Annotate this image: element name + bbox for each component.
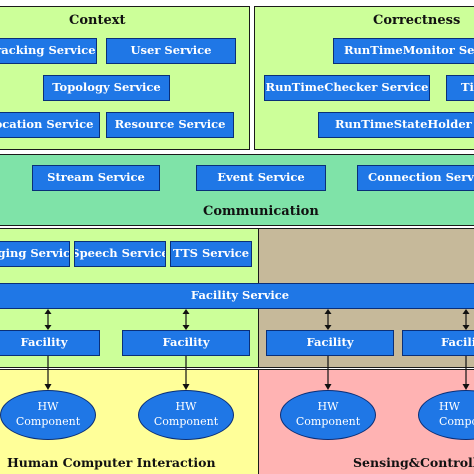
- topology-service: Topology Service: [43, 75, 170, 101]
- resource-service: Resource Service: [106, 112, 234, 138]
- hw-label: HW: [317, 400, 339, 414]
- connection-service: Connection Service: [357, 165, 474, 191]
- hw-component-3: HW Component: [280, 390, 376, 440]
- correctness-title: Correctness: [373, 13, 461, 28]
- runtimechecker-service: RunTimeChecker Service: [264, 75, 430, 101]
- hw-label: HW: [37, 400, 59, 414]
- hw-label: HW: [175, 400, 197, 414]
- hw-arrow-4-icon: [462, 356, 470, 390]
- facility-box-2: Facility: [122, 330, 250, 356]
- facility-arrow-1-icon: [44, 309, 52, 330]
- hw-arrow-2-icon: [182, 356, 190, 390]
- facility-arrow-3-icon: [324, 309, 332, 330]
- facility-box-1: Facility: [0, 330, 100, 356]
- context-title: Context: [69, 13, 126, 28]
- hw-arrow-1-icon: [44, 356, 52, 390]
- runtimestateholder-service: RunTimeStateHolder Service: [318, 112, 474, 138]
- tts-service: TTS Service: [170, 241, 252, 267]
- component-label: Component: [439, 415, 474, 428]
- facility-arrow-4-icon: [462, 309, 470, 330]
- hw-component-1: HW Component: [0, 390, 96, 440]
- hw-arrow-3-icon: [324, 356, 332, 390]
- user-service: User Service: [106, 38, 236, 64]
- component-label: Component: [15, 415, 81, 428]
- facility-box-3: Facility: [266, 330, 394, 356]
- location-service: Location Service: [0, 112, 100, 138]
- timer-service: Timer Service: [446, 75, 474, 101]
- hw-label: HW: [439, 400, 460, 414]
- facility-arrow-2-icon: [182, 309, 190, 330]
- tracking-service: Tracking Service: [0, 38, 97, 64]
- component-label: Component: [295, 415, 361, 428]
- speech-service: Speech Service: [74, 241, 166, 267]
- facility-service: Facility Service: [0, 283, 474, 309]
- sensing-title: Sensing&Controlling: [353, 455, 474, 470]
- event-service: Event Service: [196, 165, 326, 191]
- component-label: Component: [153, 415, 219, 428]
- imaging-service: Imaging Service: [0, 241, 70, 267]
- facility-box-4: Facility: [402, 330, 474, 356]
- hw-component-2: HW Component: [138, 390, 234, 440]
- communication-title: Communication: [203, 204, 319, 219]
- runtimemonitor-service: RunTimeMonitor Service: [333, 38, 474, 64]
- stream-service: Stream Service: [32, 165, 160, 191]
- hci-title: Human Computer Interaction: [7, 455, 216, 470]
